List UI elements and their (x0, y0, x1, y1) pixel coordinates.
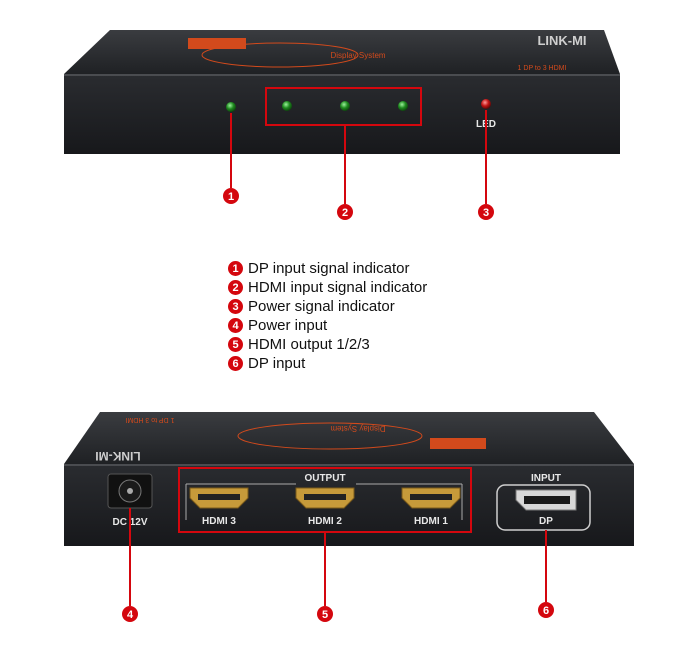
legend-item-5: 5 HDMI output 1/2/3 (228, 335, 427, 354)
hdmi-port-2 (295, 487, 355, 509)
legend-item-2: 2 HDMI input signal indicator (228, 278, 427, 297)
legend-num-4: 4 (228, 318, 243, 333)
legend-item-3: 3 Power signal indicator (228, 297, 427, 316)
back-logo-swoosh (237, 422, 423, 450)
legend-num-3: 3 (228, 299, 243, 314)
output-label: OUTPUT (304, 473, 345, 484)
back-callouts (129, 508, 547, 606)
input-label: INPUT (531, 473, 561, 484)
power-led (481, 99, 491, 109)
callout-legend: 1 DP input signal indicator 2 HDMI input… (228, 259, 427, 373)
legend-text-5: HDMI output 1/2/3 (248, 336, 370, 353)
hdmi-port-2-label: HDMI 2 (308, 516, 342, 527)
hdmi-port-1-label: HDMI 1 (414, 516, 448, 527)
back-display-system: Display System (330, 424, 385, 433)
front-brand: LINK-MI (537, 33, 586, 48)
svg-text:4: 4 (127, 609, 134, 621)
legend-text-1: DP input signal indicator (248, 260, 410, 277)
legend-text-2: HDMI input signal indicator (248, 279, 428, 296)
front-callouts (230, 110, 487, 204)
callout-marker-5: 5 (317, 606, 333, 622)
hdmi-signal-led-2 (340, 101, 350, 111)
back-brand: LINK-MI (95, 449, 140, 463)
hdmi-led-highlight-box (265, 87, 422, 126)
back-brand-badge (430, 438, 486, 449)
legend-text-3: Power signal indicator (248, 298, 395, 315)
svg-text:1: 1 (228, 191, 234, 203)
hdmi-signal-led-3 (398, 101, 408, 111)
back-model-label: 1 DP to 3 HDMI (126, 416, 175, 423)
legend-item-6: 6 DP input (228, 354, 427, 373)
legend-item-4: 4 Power input (228, 316, 427, 335)
front-device: LINK-MI Display System 1 DP to 3 HDMI LE… (64, 30, 620, 154)
svg-text:5: 5 (322, 609, 328, 621)
hdmi-port-3 (189, 487, 249, 509)
callout-marker-1: 1 (223, 188, 239, 204)
svg-text:2: 2 (342, 207, 348, 219)
dp-label: DP (539, 516, 553, 527)
front-logo-swoosh (201, 42, 359, 68)
hdmi-port-3-label: HDMI 3 (202, 516, 236, 527)
legend-text-6: DP input (248, 355, 306, 372)
callout-marker-4: 4 (122, 606, 138, 622)
legend-num-2: 2 (228, 280, 243, 295)
legend-num-1: 1 (228, 261, 243, 276)
legend-text-4: Power input (248, 317, 328, 334)
hdmi-port-1 (401, 487, 461, 509)
callout-marker-3: 3 (478, 204, 494, 220)
legend-num-6: 6 (228, 356, 243, 371)
front-display-system: Display System (330, 51, 385, 60)
svg-text:6: 6 (543, 605, 549, 617)
callout-marker-2: 2 (337, 204, 353, 220)
legend-num-5: 5 (228, 337, 243, 352)
legend-item-1: 1 DP input signal indicator (228, 259, 427, 278)
dp-signal-led (226, 102, 236, 112)
back-device-top (64, 412, 634, 464)
front-device-face (64, 74, 620, 154)
front-brand-badge (188, 38, 246, 49)
callout-marker-6: 6 (538, 602, 554, 618)
svg-text:3: 3 (483, 207, 489, 219)
back-device: LINK-MI Display System 1 DP to 3 HDMI DC… (64, 412, 634, 546)
front-model-label: 1 DP to 3 HDMI (518, 65, 567, 72)
dp-port (515, 489, 577, 511)
input-frame (496, 484, 591, 531)
hdmi-signal-led-1 (282, 101, 292, 111)
